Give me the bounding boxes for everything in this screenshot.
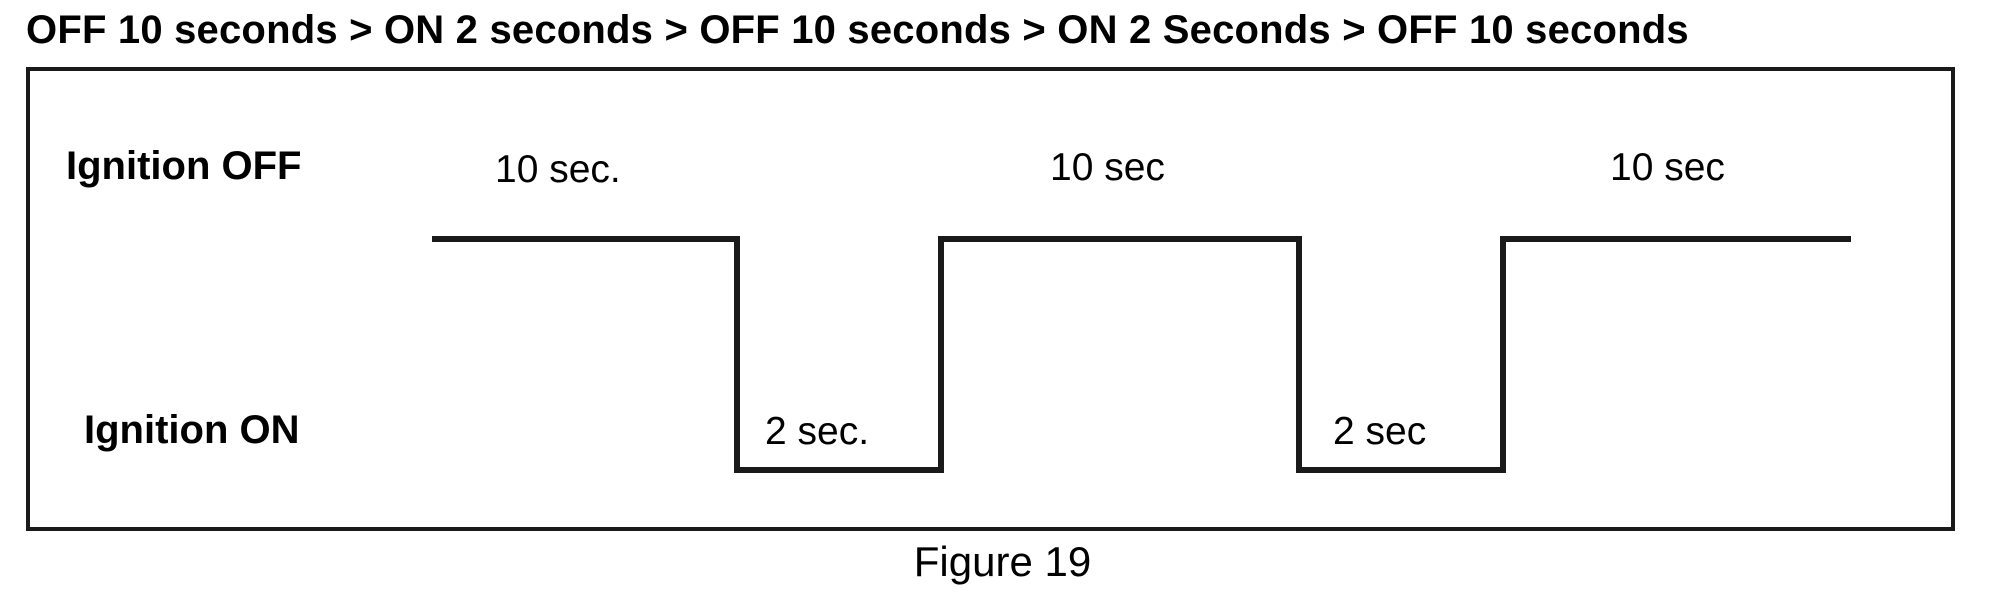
- page-title: OFF 10 seconds > ON 2 seconds > OFF 10 s…: [26, 8, 1689, 52]
- duration-label-off-1: 10 sec.: [495, 148, 621, 191]
- duration-label-on-1: 2 sec.: [765, 410, 870, 453]
- figure-frame: [26, 67, 1955, 531]
- figure-caption: Figure 19: [913, 538, 1092, 585]
- state-label-ignition-on: Ignition ON: [84, 408, 300, 452]
- duration-label-off-2: 10 sec: [1050, 146, 1165, 189]
- duration-label-on-2: 2 sec: [1333, 410, 1427, 453]
- state-label-ignition-off: Ignition OFF: [66, 144, 302, 188]
- duration-label-off-3: 10 sec: [1610, 146, 1725, 189]
